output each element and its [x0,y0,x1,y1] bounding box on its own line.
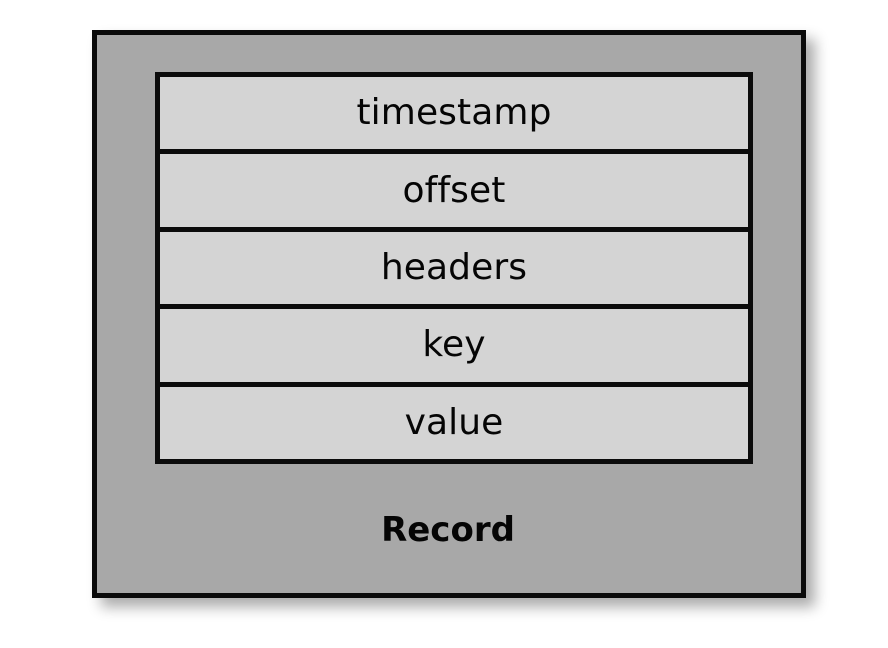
record-field-table: timestamp offset headers key value [155,72,753,464]
record-field-row-key: key [160,304,748,382]
record-field-label-timestamp: timestamp [356,92,552,134]
record-field-label-key: key [422,324,486,366]
record-field-row-headers: headers [160,226,748,305]
record-field-row-offset: offset [160,149,748,227]
record-caption-area: Record [102,469,796,588]
record-field-label-offset: offset [402,169,506,211]
record-field-label-value: value [404,401,504,443]
record-field-row-value: value [160,381,748,460]
record-container-box: timestamp offset headers key value Recor… [92,30,806,598]
record-field-label-headers: headers [380,247,528,289]
record-field-row-timestamp: timestamp [160,77,748,150]
record-caption-label: Record [381,509,515,550]
